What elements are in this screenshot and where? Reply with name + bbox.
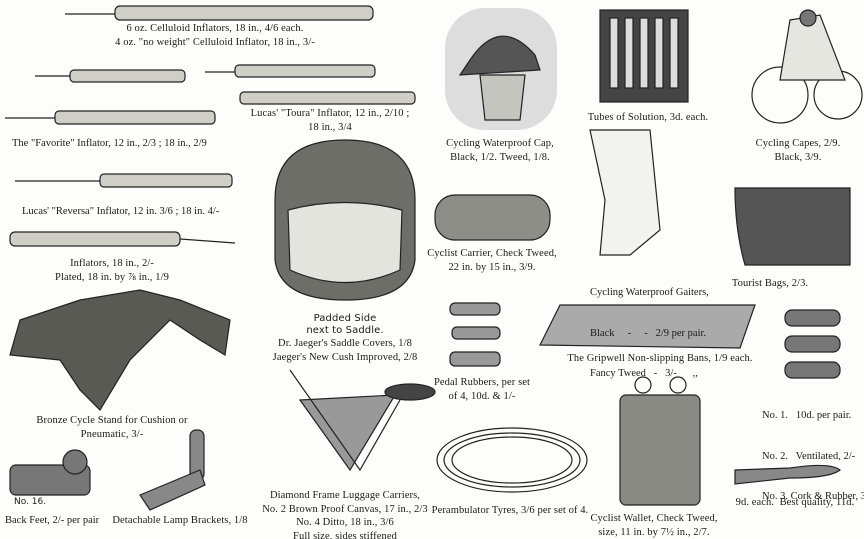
caption-cycle-stand: Bronze Cycle Stand for Cushion or Pneuma… [36,414,187,441]
caption-waterproof-cap: Cycling Waterproof Cap, Black, 1/2. Twee… [446,137,554,164]
caption-line: The "Favorite" Inflator, 12 in., 2/3 ; 1… [12,138,207,149]
back-feet-illustration [9,449,91,496]
caption-cyclist-wallet: Cyclist Wallet, Check Tweed, size, 11 in… [590,512,717,539]
caption-line: Lucas' "Toura" Inflator, 12 in., 2/10 ; [250,108,410,119]
caption-line: Inflators, 18 in., 2/- [70,258,154,269]
caption-lamp-brackets: Detachable Lamp Brackets, 1/8 [112,515,248,526]
lamp-bracket-illustration [139,429,206,511]
caption-line: Full size, sides stiffened [293,530,397,539]
caption-line: Cycling Waterproof Cap, [446,138,554,149]
caption-back-feet: Back Feet, 2/- per pair [5,515,100,526]
caption-inflators: Inflators, 18 in., 2/- Plated, 18 in. by… [55,257,169,284]
caption-line: 22 in. by 15 in., 3/9. [448,261,536,273]
caption-line: Lucas' "Reversa" Inflator, 12 in. 3/6 ; … [22,206,220,217]
gaiter-illustration [589,129,661,256]
caption-line: Jaeger's New Cush Improved, 2/8 [272,351,418,363]
caption-tourist-bags: Tourist Bags, 2/3. [731,278,809,289]
brush-illustration [734,464,841,485]
caption-favorite-inflator: The "Favorite" Inflator, 12 in., 2/3 ; 1… [12,137,207,151]
caption-line: size, 11 in. by 7½ in., 2/7. [598,526,710,538]
caption-line: Pneumatic, 3/- [80,428,144,440]
cycle-stand-illustration [9,289,231,411]
caption-line: Padded Side [313,313,377,324]
caption-line: Plated, 18 in. by ⅞ in., 1/9 [55,271,169,283]
cyclist-carrier-illustration [434,194,551,241]
tourist-bag-illustration [734,187,851,266]
caption-line: 4 oz. "no weight" Celluloid Inflator, 18… [115,36,315,48]
caption-toura-inflator: Lucas' "Toura" Inflator, 12 in., 2/10 ; … [251,107,410,134]
waterproof-cap-illustration [445,8,557,130]
caption-solution-tubes: Tubes of Solution, 3d. each. [587,112,709,123]
caption-perambulator-tyres: Perambulator Tyres, 3/6 per set of 4. [431,505,589,516]
caption-cyclist-carrier: Cyclist Carrier, Check Tweed, 22 in. by … [427,247,557,274]
pedal-rubbers-illustration [449,302,501,367]
caption-line: Dr. Jaeger's Saddle Covers, 1/8 [278,338,412,349]
caption-line: No. 3. Cork & Rubber, 3/- [762,491,864,502]
caption-line: 6 oz. Celluloid Inflators, 18 in., 4/6 e… [126,23,304,34]
caption-padded-side: Padded Side next to Saddle. [306,313,383,337]
perambulator-tyres-illustration [436,427,588,493]
caption-reversa-inflator: Lucas' "Reversa" Inflator, 12 in. 3/6 ; … [22,205,219,219]
caption-pedal-rubbers: Pedal Rubbers, per set of 4, 10d. & 1/- [434,376,530,403]
reversa-inflator [15,173,233,188]
caption-line: Cyclist Wallet, Check Tweed, [590,513,718,524]
caption-line: No. 2 Brown Proof Canvas, 17 in., 2/3 [262,503,428,515]
caption-line: Cycling Capes, 2/9. [755,138,841,149]
caption-brush: 9d. each. Best quality, 11d. [735,497,855,508]
caption-gripwell-bans: The Gripwell Non-slipping Bans, 1/9 each… [567,353,753,364]
toura-inflator-long [239,91,416,105]
caption-line: Black, 3/9. [774,151,822,163]
caption-line: of 4, 10d. & 1/- [448,390,516,402]
caption-luggage-carriers: Diamond Frame Luggage Carriers, No. 2 Br… [262,489,428,539]
caption-line: Bronze Cycle Stand for Cushion or [36,415,188,426]
caption-celluloid-inflators: 6 oz. Celluloid Inflators, 18 in., 4/6 e… [115,22,315,49]
solution-tubes-illustration [599,9,689,103]
cycling-cape-illustration [751,9,863,124]
wallet-illustration [619,376,701,506]
caption-line: Black - - 2/9 per pair. [590,327,707,339]
toura-inflator-short [205,64,376,78]
saddle-cover-illustration [274,139,416,301]
caption-line: 18 in., 3/4 [308,121,352,133]
favorite-inflator-short [35,69,186,83]
caption-line: No. 4 Ditto, 18 in., 3/6 [296,517,394,528]
caption-line: No. 1. 10d. per pair. [762,410,852,421]
caption-line: No. 2. Ventilated, 2/- [762,450,856,462]
caption-line: Cyclist Carrier, Check Tweed, [427,248,557,259]
label-no-16: No. 16. [14,497,47,507]
caption-line: Diamond Frame Luggage Carriers, [269,490,421,501]
caption-gaiters: Cycling Waterproof Gaiters, Black - - 2/… [590,259,709,394]
caption-line: Black, 1/2. Tweed, 1/8. [450,151,550,163]
caption-line: Cycling Waterproof Gaiters, [590,287,709,298]
handle-grips-illustration [784,309,841,379]
caption-jaeger-saddle: Dr. Jaeger's Saddle Covers, 1/8 Jaeger's… [273,337,418,364]
caption-handle-grips: No. 1. 10d. per pair. No. 2. Ventilated,… [762,382,864,517]
jhs-inflator [9,231,236,247]
caption-line: Fancy Tweed - 3/- ,, [590,368,698,379]
caption-line: next to Saddle. [306,325,384,336]
favorite-inflator-long [5,110,216,125]
gripwell-band-illustration [539,304,756,349]
luggage-carrier-illustration [289,369,436,472]
caption-cycling-capes: Cycling Capes, 2/9. Black, 3/9. [756,137,841,164]
caption-line: Pedal Rubbers, per set [433,377,531,388]
celluloid-inflator-illustration [65,5,374,21]
